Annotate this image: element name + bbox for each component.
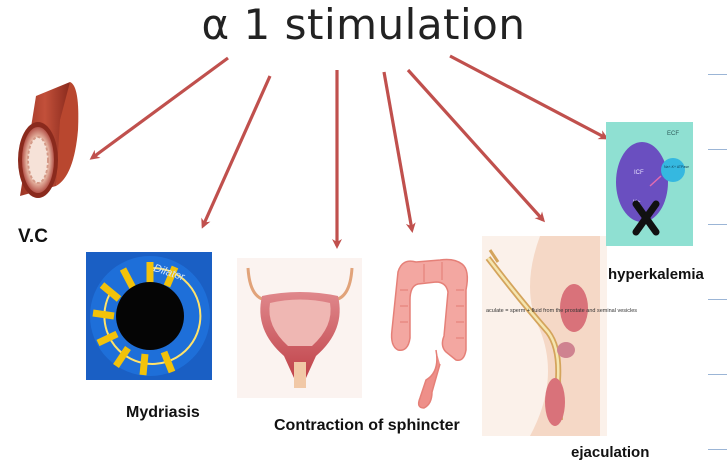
cell-icf-text: ICF bbox=[634, 170, 644, 176]
arrow-to-hyperkalemia bbox=[450, 56, 606, 138]
cell-ecf-text: ECF bbox=[667, 131, 679, 137]
cell-image: ECF ICF K+ Na+-K+ ATPase bbox=[606, 122, 693, 246]
label-contraction-of-sphincter: Contraction of sphincter bbox=[274, 417, 460, 435]
bladder-image bbox=[237, 258, 362, 398]
arrow-to-vc bbox=[92, 58, 228, 158]
cell-channel-text: Na+-K+ ATPase bbox=[664, 165, 689, 169]
arrow-to-mydriasis bbox=[203, 76, 270, 226]
blood-vessel-image bbox=[18, 82, 78, 198]
intestine-image bbox=[392, 260, 468, 409]
label-mydriasis: Mydriasis bbox=[126, 404, 200, 422]
label-hyperkalemia: hyperkalemia bbox=[608, 266, 704, 283]
ejaculation-caption: aculate = sperm + fluid from the prostat… bbox=[486, 308, 637, 314]
arrows bbox=[92, 56, 606, 246]
arrow-to-intestine bbox=[384, 72, 412, 230]
iris-image: Dilator bbox=[86, 252, 212, 380]
label-ejaculation: ejaculation bbox=[571, 444, 649, 461]
label-vc: V.C bbox=[18, 226, 48, 248]
